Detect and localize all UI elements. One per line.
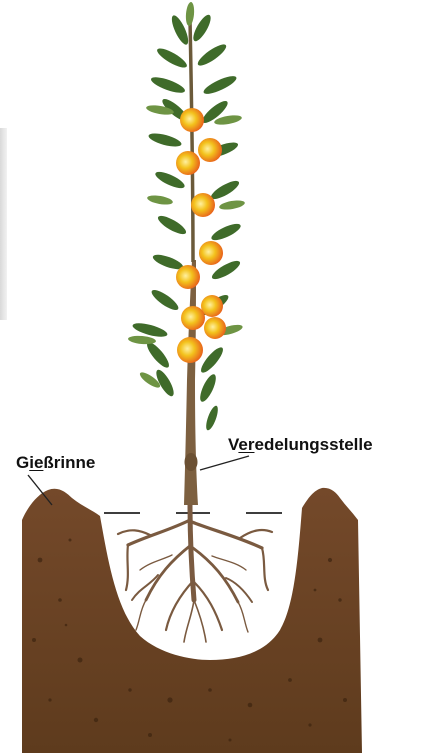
- tree-stem: [190, 20, 193, 262]
- veredelungsstelle-pointer: [200, 456, 249, 470]
- tree-leaves: [128, 2, 246, 432]
- root-system: [118, 505, 272, 642]
- label-veredelungsstelle: Veredelungsstelle: [228, 436, 373, 453]
- label-giessrinne: Gießrinne: [16, 454, 95, 471]
- graft-union: [185, 453, 198, 471]
